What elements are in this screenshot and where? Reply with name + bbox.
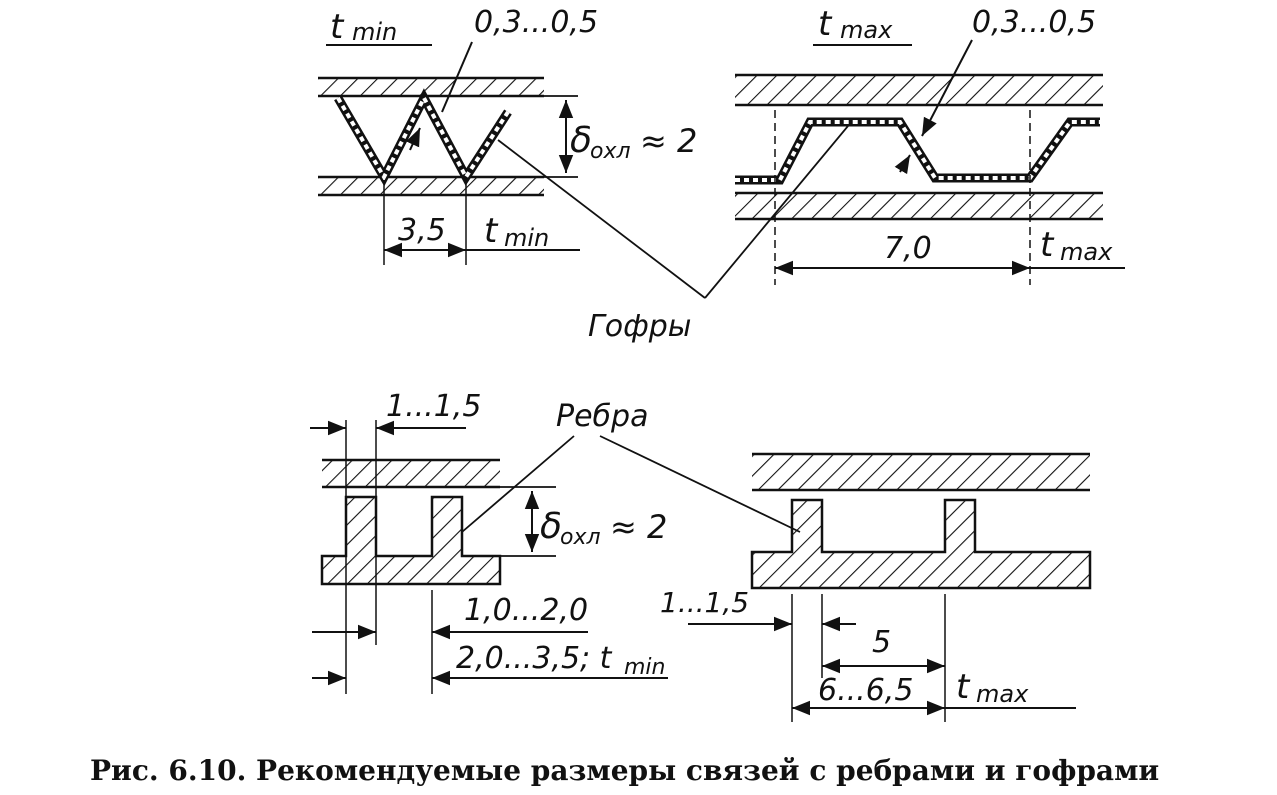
lower-wall-top-left — [318, 177, 544, 195]
figure-caption: Рис. 6.10. Рекомендуемые размеры связей … — [90, 754, 1160, 787]
ribs-tmin-view — [310, 420, 668, 694]
rib-width-label-left: 1...1,5 — [386, 389, 481, 424]
gap-label-left: 1,0...2,0 — [464, 593, 588, 628]
delta-symbol-bottom: δ — [540, 506, 562, 547]
ribbed-lower-wall-left — [320, 495, 502, 586]
t-max-bottom-sub: max — [1060, 238, 1113, 266]
t-min-bottom-sub: min — [504, 224, 549, 252]
delta-sub-top: охл — [590, 139, 631, 164]
dim-3-5-label: 3,5 — [398, 213, 446, 248]
rib-width-label-right: 1...1,5 — [660, 586, 749, 619]
upper-wall-bottom-left — [322, 460, 500, 487]
t-max-sub-bottom-right: max — [976, 680, 1029, 708]
dim-7-0-label: 7,0 — [884, 231, 932, 266]
gap-label-right: 5 — [872, 625, 891, 660]
t-min-bottom-label: t — [484, 211, 499, 251]
corrugation-zigzag — [334, 88, 512, 187]
upper-wall-top-right — [735, 75, 1103, 105]
delta-value-top: ≈ 2 — [640, 122, 697, 160]
t-max-top-sub: max — [840, 16, 893, 44]
pitch-label-left: 2,0...3,5; t — [456, 641, 613, 676]
t-min-top-label: t — [330, 7, 345, 47]
pitch-label-right: 6...6,5 — [818, 673, 913, 708]
t-max-bottom-label: t — [1040, 225, 1055, 265]
t-min-top-sub: min — [352, 18, 397, 46]
gofry-label: Гофры — [588, 309, 691, 344]
t-max-label-bottom-right: t — [956, 667, 971, 707]
t-max-top-label: t — [818, 4, 833, 44]
ribbed-lower-wall-right — [750, 498, 1092, 590]
delta-sub-bottom: охл — [560, 525, 601, 550]
upper-wall-top-left — [318, 78, 544, 96]
lower-wall-top-right — [735, 193, 1103, 219]
rebra-label: Ребра — [556, 399, 648, 434]
delta-symbol-top: δ — [570, 120, 592, 161]
wall-thickness-label-left: 0,3...0,5 — [474, 5, 598, 40]
corrugation-tmin-view — [318, 41, 580, 265]
upper-wall-bottom-right — [752, 454, 1090, 490]
ribs-tmax-view — [688, 452, 1092, 722]
delta-value-bottom: ≈ 2 — [610, 508, 667, 546]
pitch-sub-left: min — [624, 655, 666, 680]
wall-thickness-label-right: 0,3...0,5 — [972, 5, 1096, 40]
corrugation-tmax-view — [735, 39, 1125, 285]
